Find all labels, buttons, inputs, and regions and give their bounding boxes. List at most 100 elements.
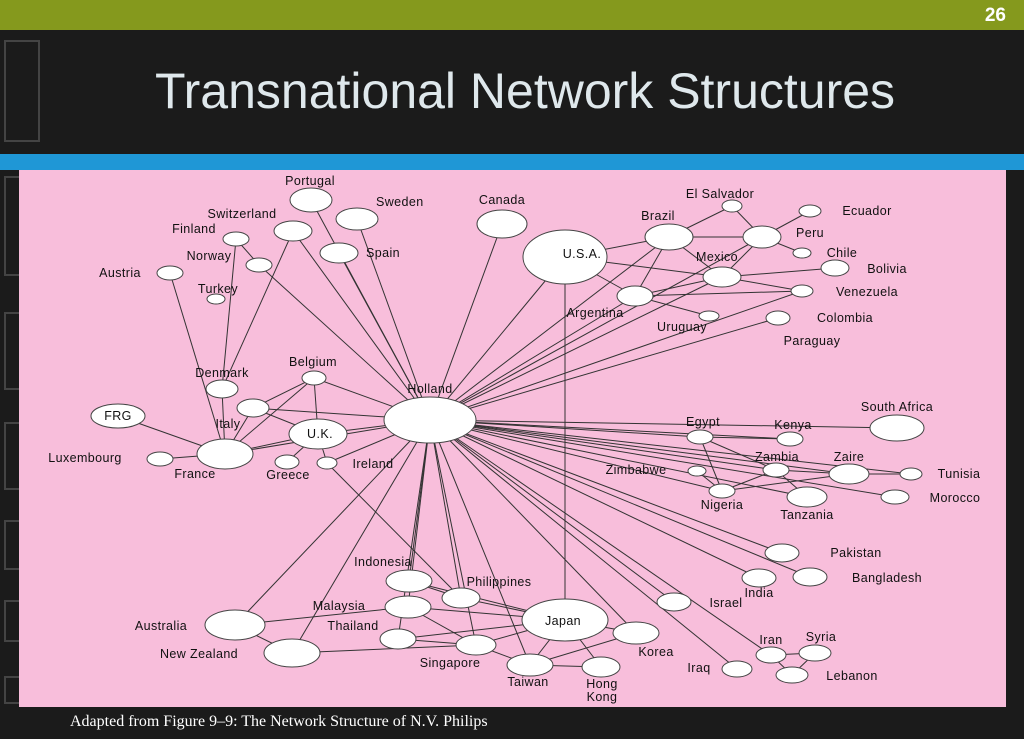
- node-colombia: Colombia: [765, 310, 873, 326]
- node-label-taiwan: Taiwan: [507, 675, 548, 689]
- blue-accent-bar: [0, 154, 1024, 170]
- edge-holland-kenya: [429, 419, 791, 440]
- edge-holland-sweden: [356, 218, 431, 421]
- edge-holland-switzerland: [292, 230, 431, 421]
- node-label-brazil: Brazil: [641, 209, 675, 223]
- node-italy: Italy: [216, 398, 270, 431]
- node-label-japan: Japan: [545, 614, 581, 628]
- node-circle-austria: [156, 265, 184, 281]
- edge-holland-morocco: [429, 419, 896, 498]
- node-circle-mexico: [702, 266, 742, 288]
- edge-holland-nigeria: [429, 419, 723, 492]
- node-label-spain: Spain: [366, 246, 400, 260]
- node-brazil: Brazil: [641, 209, 694, 251]
- node-indonesia: Indonesia: [354, 555, 433, 593]
- node-circle-hongkong: [581, 656, 621, 678]
- node-circle-newzealand: [263, 638, 321, 668]
- node-tanzania: Tanzania: [780, 486, 833, 522]
- node-circle-norway: [245, 257, 273, 273]
- node-france: France: [174, 438, 254, 481]
- node-circle-malaysia: [384, 595, 432, 619]
- page-number: 26: [984, 5, 1006, 26]
- node-label-southafrica: South Africa: [861, 400, 933, 414]
- edge-holland-tunisia: [429, 419, 912, 475]
- node-circle-uruguay: [698, 310, 720, 322]
- edge-holland-canada: [429, 223, 503, 421]
- node-label-indonesia: Indonesia: [354, 555, 412, 569]
- node-kenya: Kenya: [774, 418, 811, 447]
- node-uk: U.K.: [288, 418, 348, 450]
- edge-finland-denmark: [221, 238, 237, 390]
- edge-holland-peru: [429, 236, 763, 421]
- node-label-argentina: Argentina: [566, 306, 623, 320]
- node-elsalvador: El Salvador: [686, 187, 754, 213]
- node-label-norway: Norway: [187, 249, 232, 263]
- edge-holland-iran: [429, 419, 772, 656]
- node-circle-uk: [288, 418, 348, 450]
- node-label-canada: Canada: [479, 193, 525, 207]
- edge-holland-india: [429, 419, 760, 579]
- node-circle-thailand: [379, 628, 417, 650]
- edge-holland-mexico: [429, 276, 723, 421]
- node-label-venezuela: Venezuela: [836, 285, 898, 299]
- node-circle-zaire: [828, 463, 870, 485]
- edge-newzealand-singapore: [291, 644, 477, 654]
- node-circle-pakistan: [764, 543, 800, 563]
- node-label-iran: Iran: [759, 633, 782, 647]
- node-circle-sweden: [335, 207, 379, 231]
- node-label-mexico: Mexico: [696, 250, 738, 264]
- edge-austria-france: [169, 272, 226, 455]
- node-circle-philippines: [441, 587, 481, 609]
- edges-layer: [117, 199, 912, 676]
- node-circle-taiwan: [506, 653, 554, 677]
- node-circle-egypt: [686, 429, 714, 445]
- edge-holland-argentina: [429, 295, 636, 421]
- node-newzealand: New Zealand: [160, 638, 321, 668]
- node-morocco: Morocco: [880, 489, 980, 505]
- edge-holland-bangladesh: [429, 419, 811, 578]
- node-label-sweden: Sweden: [376, 195, 424, 209]
- deco-frame: [4, 40, 40, 142]
- top-accent-bar: [0, 0, 1024, 30]
- node-bolivia: Bolivia: [820, 259, 906, 277]
- node-label-holland: Holland: [407, 382, 452, 396]
- node-label-newzealand: New Zealand: [160, 647, 238, 661]
- node-circle-brazil: [644, 223, 694, 251]
- node-label-zimbabwe: Zimbabwe: [606, 463, 667, 477]
- edge-zaire-nigeria: [721, 473, 850, 492]
- node-iraq: Iraq: [687, 660, 753, 678]
- node-portugal: Portugal: [285, 174, 334, 213]
- node-circle-morocco: [880, 489, 910, 505]
- node-label-turkey: Turkey: [198, 282, 238, 296]
- slide-title: Transnational Network Structures: [154, 63, 896, 119]
- edge-holland-singapore: [429, 419, 477, 646]
- node-bangladesh: Bangladesh: [792, 567, 922, 587]
- node-syria: Syria: [798, 630, 836, 662]
- node-label-uk: U.K.: [307, 427, 333, 441]
- node-circle-tunisia: [899, 467, 923, 481]
- node-australia: Australia: [135, 609, 266, 641]
- node-circle-japan: [521, 598, 609, 642]
- node-label-chile: Chile: [827, 246, 858, 260]
- node-circle-kenya: [776, 431, 804, 447]
- node-lebanon: Lebanon: [775, 666, 877, 684]
- node-circle-korea: [612, 621, 660, 645]
- node-circle-turkey: [206, 293, 226, 305]
- node-label-belgium: Belgium: [289, 355, 337, 369]
- node-label-tunisia: Tunisia: [938, 467, 981, 481]
- node-circle-finland: [222, 231, 250, 247]
- node-label-syria: Syria: [806, 630, 836, 644]
- node-circle-nigeria: [708, 483, 736, 499]
- node-egypt: Egypt: [686, 415, 720, 445]
- node-circle-australia: [204, 609, 266, 641]
- node-label-zambia: Zambia: [755, 450, 799, 464]
- node-circle-iraq: [721, 660, 753, 678]
- node-zambia: Zambia: [755, 450, 799, 478]
- node-label-iraq: Iraq: [687, 661, 710, 675]
- edge-holland-taiwan: [429, 419, 531, 666]
- edge-holland-philippines: [429, 419, 462, 599]
- node-circle-tanzania: [786, 486, 828, 508]
- node-usa: U.S.A.: [522, 229, 608, 285]
- node-label-israel: Israel: [710, 596, 743, 610]
